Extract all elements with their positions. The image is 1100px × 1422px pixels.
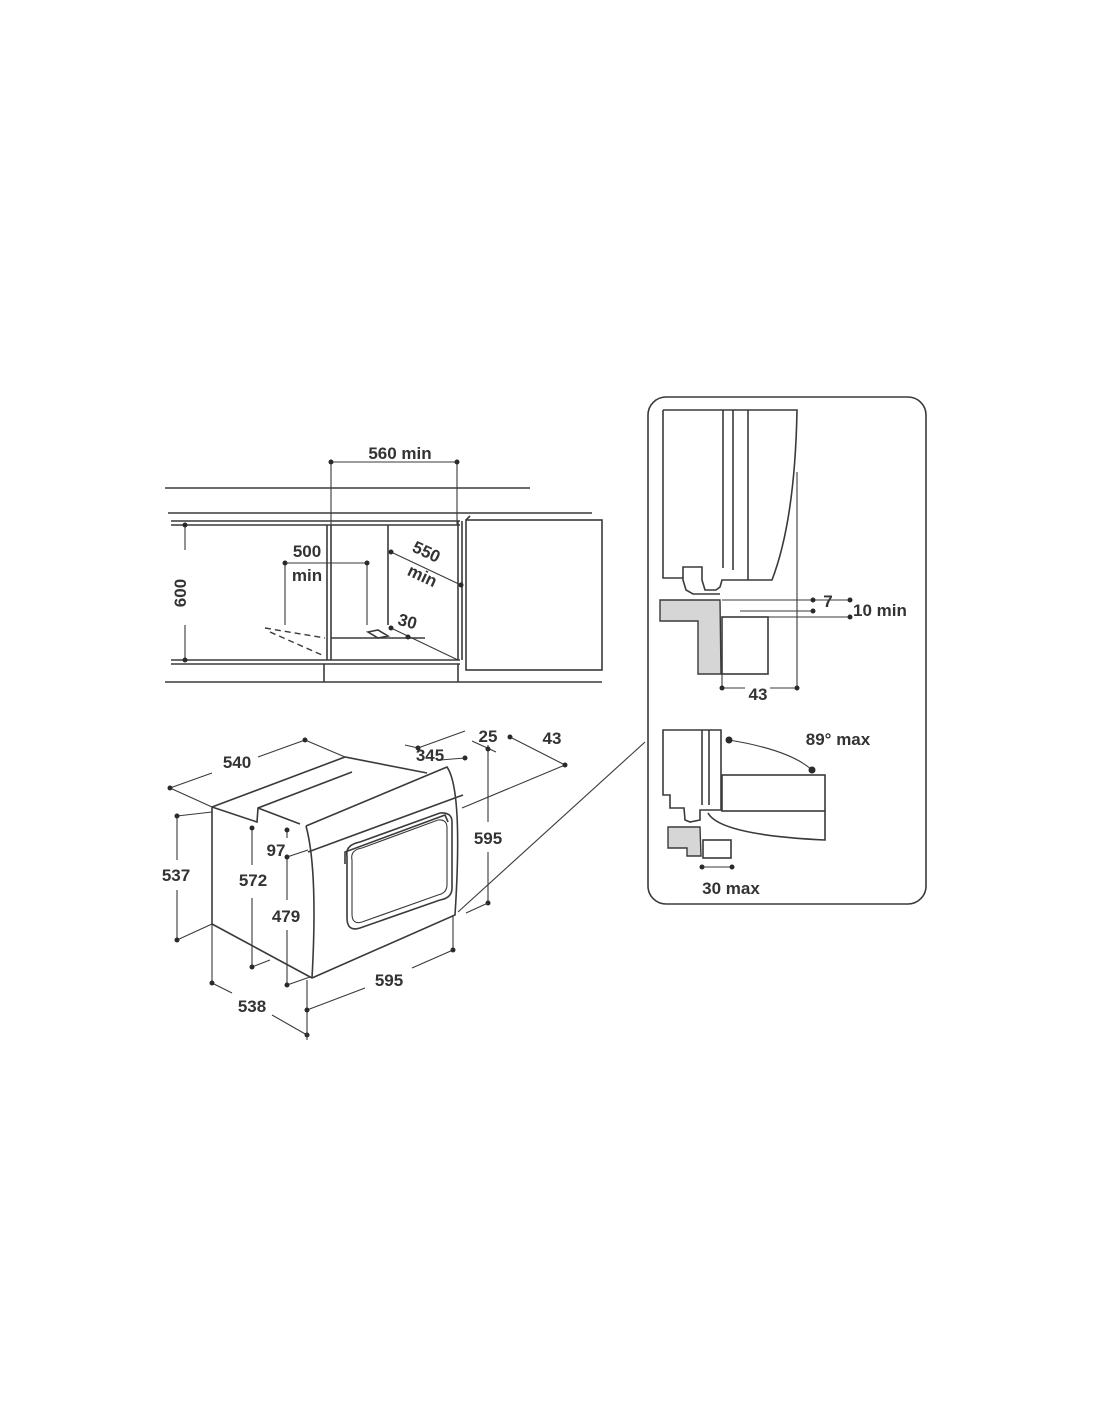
depth-opening-label: 500	[293, 542, 321, 561]
side-height-label: 537	[162, 866, 190, 885]
door-height-label: 479	[272, 907, 300, 926]
top-strip-label: 345	[416, 746, 444, 765]
niche-width-label: 560 min	[368, 444, 431, 463]
panel-height-label: 97	[267, 841, 286, 860]
body-height-label: 572	[239, 871, 267, 890]
oven-drawing	[167, 730, 646, 1040]
niche-height-label: 600	[171, 579, 190, 607]
door-depth-label: 43	[543, 729, 562, 748]
clearance-label: 30 max	[702, 879, 760, 898]
depth-top-label: 540	[223, 753, 251, 772]
detail-panel	[647, 396, 927, 905]
front-height-label: 595	[474, 829, 502, 848]
depth-opening-unit: min	[292, 566, 322, 585]
cabinet-niche-drawing	[165, 459, 603, 683]
angle-label: 89° max	[806, 730, 871, 749]
rear-gap-label: 30	[396, 610, 419, 633]
front-width-label: 595	[375, 971, 403, 990]
body-depth-label: 538	[238, 997, 266, 1016]
detail-door-depth-label: 43	[749, 685, 768, 704]
door-offset-label: 25	[479, 727, 498, 746]
gap-min-label: 10 min	[853, 601, 907, 620]
gap-small-label: 7	[823, 592, 832, 611]
